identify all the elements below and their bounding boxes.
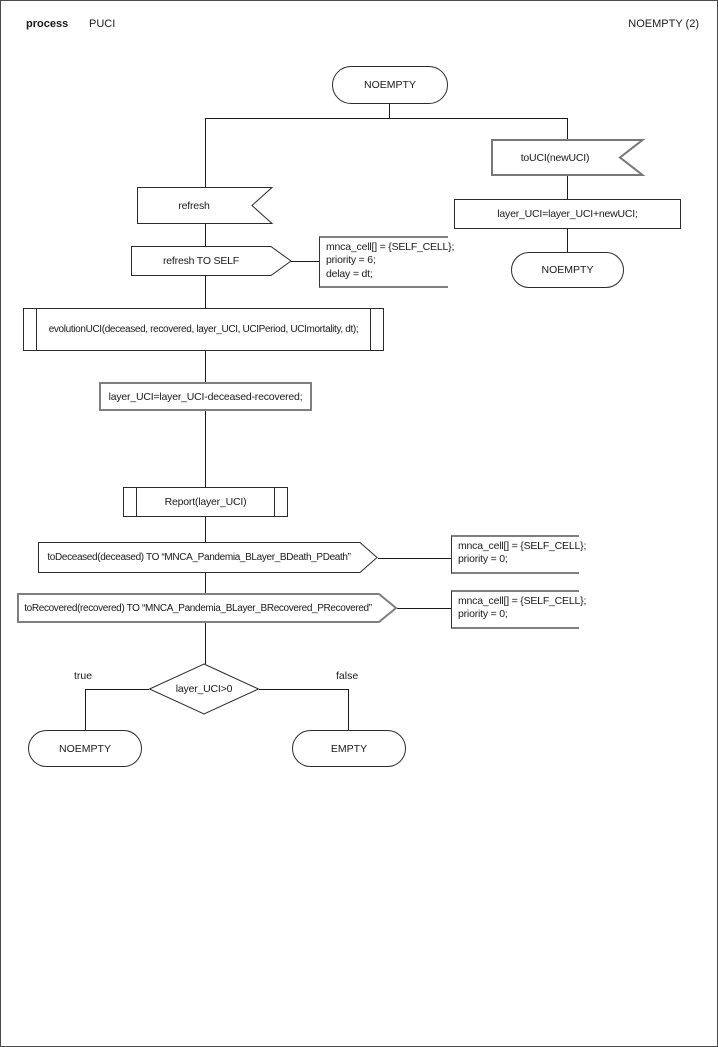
signal-send-refresh-self[interactable] bbox=[131, 246, 292, 276]
connector-line bbox=[205, 623, 206, 664]
connector-line bbox=[205, 351, 206, 382]
signal-send-torecovered[interactable] bbox=[17, 593, 398, 623]
connector-line bbox=[567, 176, 568, 199]
connector-line bbox=[205, 517, 206, 542]
process-name: PUCI bbox=[89, 18, 116, 30]
comment-line: priority = 0; bbox=[458, 608, 508, 621]
state-label: NOEMPTY bbox=[364, 79, 416, 91]
comment-line: mnca_cell[] = {SELF_CELL}; bbox=[458, 595, 587, 607]
decision-true-label: true bbox=[74, 670, 93, 682]
state-noempty-bottom[interactable]: NOEMPTY bbox=[28, 730, 142, 767]
decision-layer-uci[interactable] bbox=[148, 663, 260, 715]
comment-line: priority = 6; bbox=[326, 254, 376, 267]
page-title: NOEMPTY (2) bbox=[628, 18, 699, 30]
state-label: NOEMPTY bbox=[541, 264, 594, 276]
comment-link-line bbox=[397, 608, 451, 609]
false-branch-line bbox=[348, 689, 349, 730]
signal-send-todeceased[interactable] bbox=[38, 542, 378, 573]
connector-line bbox=[205, 118, 568, 119]
comment-refresh-send[interactable]: mnca_cell[] = {SELF_CELL}; priority = 6;… bbox=[319, 236, 455, 288]
decision-false-label: false bbox=[336, 670, 359, 682]
connector-line bbox=[205, 224, 206, 246]
signal-receive-touci-label: toUCI(newUCI) bbox=[520, 151, 590, 164]
comment-recovered-send[interactable]: mnca_cell[] = {SELF_CELL}; priority = 0; bbox=[451, 590, 587, 629]
false-branch-line bbox=[259, 689, 349, 690]
comment-line: mnca_cell[] = {SELF_CELL}; bbox=[326, 241, 455, 253]
connector-line bbox=[205, 411, 206, 487]
connector-line bbox=[567, 229, 568, 252]
task-update-layer-uci-label: layer_UCI=layer_UCI-deceased-recovered; bbox=[108, 390, 303, 403]
diagram-kind-label: process bbox=[26, 18, 69, 30]
decision-layer-uci-label: layer_UCI>0 bbox=[175, 683, 233, 695]
signal-receive-refresh[interactable] bbox=[137, 187, 274, 224]
signal-receive-touci[interactable] bbox=[491, 139, 646, 176]
state-label: NOEMPTY bbox=[59, 742, 111, 755]
procedure-call-report[interactable]: Report(layer_UCI) bbox=[123, 487, 288, 517]
task-update-layer-uci[interactable]: layer_UCI=layer_UCI-deceased-recovered; bbox=[99, 382, 312, 411]
comment-line: priority = 0; bbox=[458, 553, 508, 566]
procedure-call-evolutionuci[interactable]: evolutionUCI(deceased, recovered, layer_… bbox=[23, 308, 384, 351]
comment-deceased-send[interactable]: mnca_cell[] = {SELF_CELL}; priority = 0; bbox=[451, 535, 587, 574]
task-add-newuci[interactable]: layer_UCI=layer_UCI+newUCI; bbox=[454, 199, 681, 229]
state-noempty-top[interactable]: NOEMPTY bbox=[332, 66, 448, 104]
signal-send-torecovered-label: toRecovered(recovered) TO “MNCA_Pandemia… bbox=[24, 602, 372, 614]
connector-line bbox=[567, 118, 568, 139]
state-noempty-right[interactable]: NOEMPTY bbox=[511, 252, 624, 288]
state-empty-bottom[interactable]: EMPTY bbox=[292, 730, 406, 767]
state-label: EMPTY bbox=[330, 742, 368, 755]
true-branch-line bbox=[85, 689, 149, 690]
signal-receive-refresh-label: refresh bbox=[178, 199, 210, 212]
true-branch-line bbox=[85, 689, 86, 730]
comment-line: mnca_cell[] = {SELF_CELL}; bbox=[458, 540, 587, 552]
procedure-call-report-label: Report(layer_UCI) bbox=[164, 496, 247, 508]
connector-line bbox=[205, 573, 206, 593]
comment-link-line bbox=[378, 558, 451, 559]
connector-line bbox=[389, 104, 390, 118]
signal-send-todeceased-label: toDeceased(deceased) TO “MNCA_Pandemia_B… bbox=[47, 552, 351, 563]
connector-line bbox=[205, 118, 206, 187]
task-add-newuci-label: layer_UCI=layer_UCI+newUCI; bbox=[497, 208, 638, 220]
comment-link-line bbox=[291, 261, 319, 262]
signal-send-refresh-self-label: refresh TO SELF bbox=[163, 255, 239, 267]
connector-line bbox=[205, 276, 206, 308]
comment-line: delay = dt; bbox=[326, 267, 373, 280]
procedure-call-evolutionuci-label: evolutionUCI(deceased, recovered, layer_… bbox=[48, 324, 359, 335]
